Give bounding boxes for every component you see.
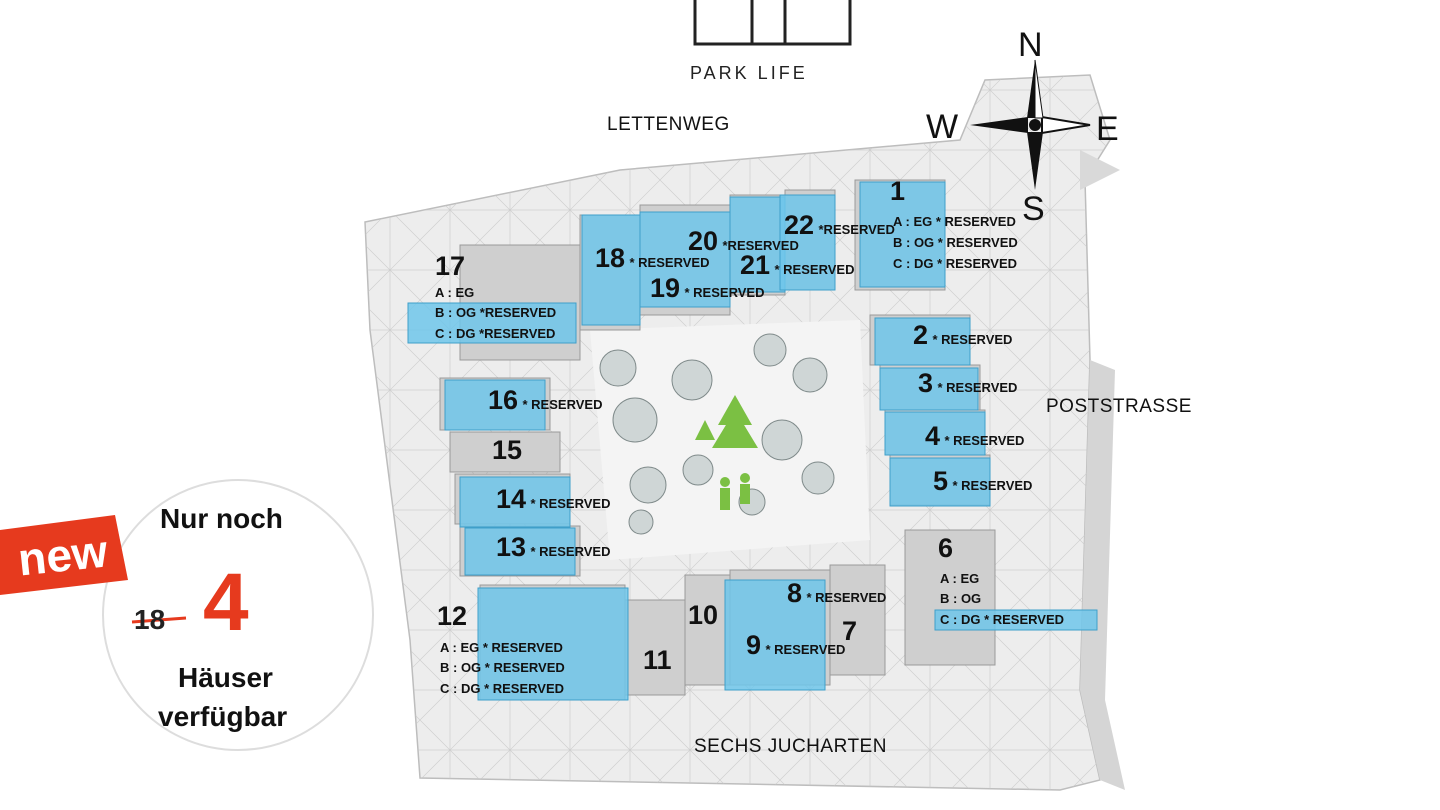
house-15-number: 15 bbox=[492, 435, 523, 465]
house-5-label: 5 * RESERVED bbox=[933, 466, 1033, 496]
house-13-label: 13 * RESERVED bbox=[496, 532, 611, 562]
house-4-label: 4 * RESERVED bbox=[925, 421, 1025, 451]
house-1-unit-b: B : OG * RESERVED bbox=[893, 235, 1018, 250]
park-life-logo-mark bbox=[693, 0, 852, 46]
house-16-label: 16 * RESERVED bbox=[488, 385, 603, 415]
promo-line1: Nur noch bbox=[160, 503, 283, 534]
compass-s: S bbox=[1022, 190, 1045, 228]
house-6-unit-b: B : OG bbox=[940, 591, 982, 606]
house-9-label: 9 * RESERVED bbox=[746, 630, 846, 660]
house-17-unit-b: B : OG *RESERVED bbox=[435, 305, 557, 320]
promo-old-count: 18 bbox=[134, 604, 166, 635]
house-11-number: 11 bbox=[643, 645, 672, 675]
house-3-label: 3 * RESERVED bbox=[918, 368, 1018, 398]
house-19-label: 19 * RESERVED bbox=[650, 273, 765, 303]
street-label-north: LETTENWEG bbox=[607, 114, 730, 135]
house-12-unit-b: B : OG * RESERVED bbox=[440, 660, 565, 675]
playground-icon bbox=[695, 395, 758, 510]
compass-rose-icon bbox=[970, 59, 1120, 190]
house-7-number: 7 bbox=[842, 616, 858, 646]
house-1-unit-a: A : EG * RESERVED bbox=[893, 214, 1016, 229]
house-18-label: 18 * RESERVED bbox=[595, 243, 710, 273]
compass-w: W bbox=[926, 108, 959, 146]
reserved-overlay-17 bbox=[407, 302, 577, 344]
house-17-number: 17 bbox=[435, 251, 466, 281]
house-14-label: 14 * RESERVED bbox=[496, 484, 611, 514]
house-6-unit-a: A : EG bbox=[940, 571, 980, 586]
compass-n: N bbox=[1018, 26, 1043, 64]
house-20-label: 20 *RESERVED bbox=[688, 226, 799, 256]
new-ribbon bbox=[0, 515, 128, 595]
promo-line2: Häuser bbox=[178, 662, 273, 693]
house-1-number: 1 bbox=[890, 176, 906, 206]
house-12-number: 12 bbox=[437, 601, 468, 631]
promo-circle bbox=[102, 479, 374, 751]
house-2-label: 2 * RESERVED bbox=[913, 320, 1013, 350]
new-badge: new bbox=[15, 524, 110, 586]
house-17-unit-a: A : EG bbox=[435, 285, 475, 300]
compass-e: E bbox=[1096, 110, 1119, 148]
house-17-unit-c: C : DG *RESERVED bbox=[435, 326, 556, 341]
house-21-label: 21 * RESERVED bbox=[740, 250, 855, 280]
house-12-unit-c: C : DG * RESERVED bbox=[440, 681, 565, 696]
house-6-unit-c: C : DG * RESERVED bbox=[940, 612, 1065, 627]
house-8-label: 8 * RESERVED bbox=[787, 578, 887, 608]
house-22-label: 22 *RESERVED bbox=[784, 210, 895, 240]
street-label-south: SECHS JUCHARTEN bbox=[694, 736, 887, 757]
house-10-number: 10 bbox=[688, 600, 719, 630]
promo-line3: verfügbar bbox=[158, 701, 288, 732]
house-12-unit-a: A : EG * RESERVED bbox=[440, 640, 563, 655]
logo-text: PARK LIFE bbox=[690, 63, 808, 83]
house-1-unit-c: C : DG * RESERVED bbox=[893, 256, 1018, 271]
house-6-number: 6 bbox=[938, 533, 954, 563]
street-label-east: POSTSTRASSE bbox=[1046, 396, 1192, 417]
promo-new-count: 4 bbox=[203, 557, 249, 648]
